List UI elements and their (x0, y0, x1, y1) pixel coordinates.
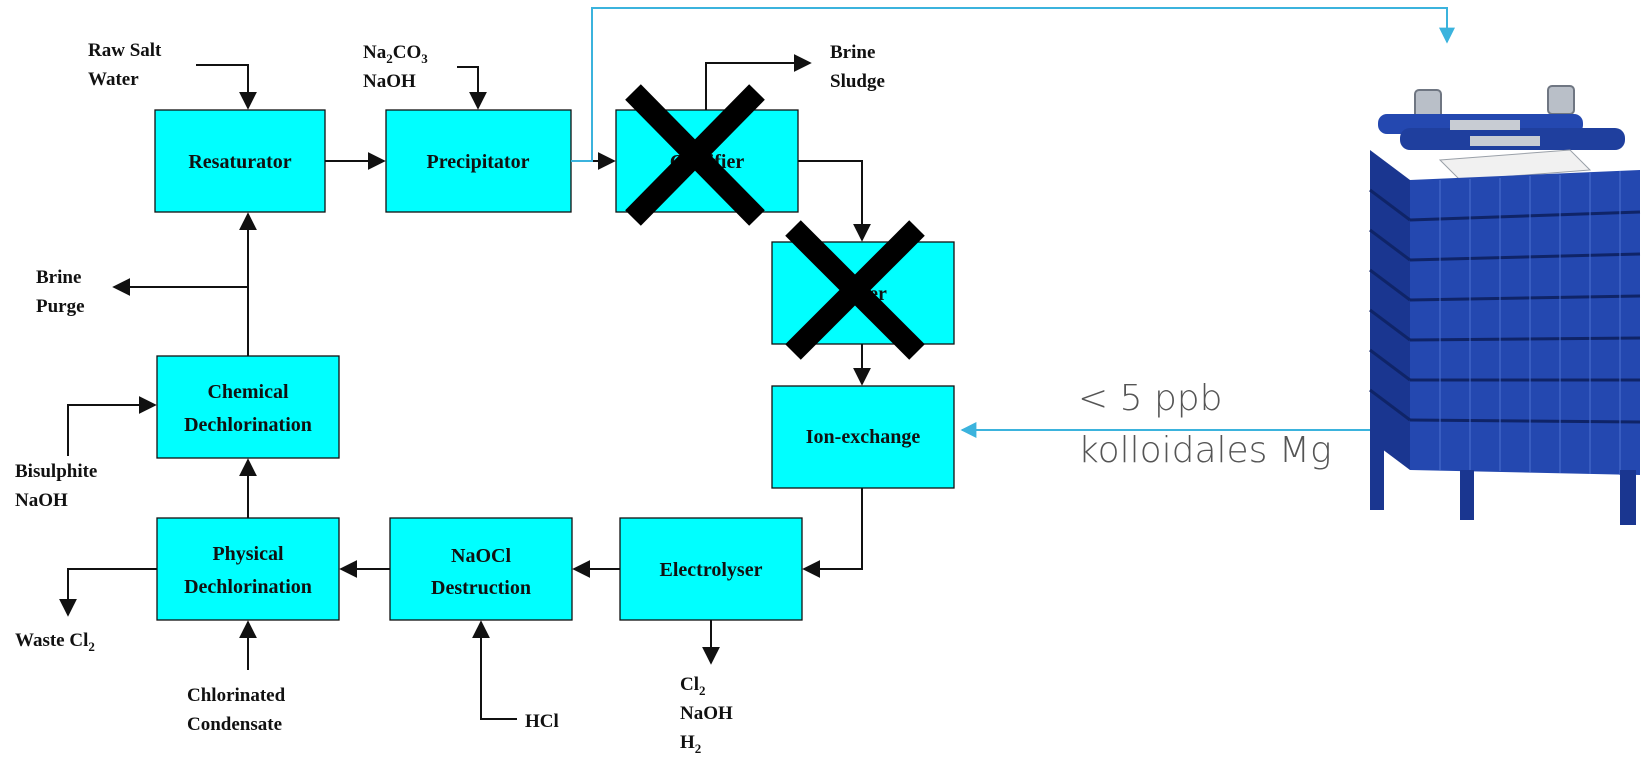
ion-exchange-box: Ion-exchange (771, 385, 955, 489)
arrow-na2co3-naoh (457, 66, 487, 110)
electrolyser-label: Electrolyser (660, 559, 763, 581)
filtration-module-image (1369, 85, 1641, 525)
ion-exchange-label: Ion-exchange (806, 426, 921, 448)
brine-sludge-label-2: Sludge (830, 71, 885, 92)
bisulphite-naoh-label: NaOH (15, 490, 68, 511)
na2co3-label: Na2CO3 (363, 42, 428, 66)
filter-cross-mark (785, 220, 925, 360)
brine-sludge-label-1: Brine (830, 42, 875, 63)
chemical-dechlorination-box: Chemical Dechlorination (156, 355, 340, 459)
naocl-destruction-box: NaOCl Destruction (389, 517, 573, 621)
chlorinated-condensate-label-1: Chlorinated (187, 685, 286, 706)
clarifier-cross-mark (625, 84, 765, 226)
physical-dechlorination-label-1: Physical (212, 543, 284, 565)
arrow-raw-salt-water (196, 64, 257, 110)
arrow-ion-exchange-to-electrolyser (802, 488, 863, 578)
bisulphite-label: Bisulphite (15, 461, 97, 482)
brine-purge-label-1: Brine (36, 267, 81, 288)
electrolyser-box: Electrolyser (619, 517, 803, 621)
product-cl2-label: Cl2 (680, 674, 706, 698)
arrow-waste-cl2 (59, 568, 157, 617)
chemical-dechlorination-label-1: Chemical (207, 381, 289, 403)
brine-purge-label-2: Purge (36, 296, 85, 317)
chlorinated-condensate-label-2: Condensate (187, 714, 282, 735)
arrow-hcl (472, 620, 517, 720)
precipitator-label: Precipitator (427, 151, 530, 173)
precipitator-box: Precipitator (385, 109, 572, 213)
annotation-line-2: kolloidales Mg (1078, 430, 1332, 471)
blue-connector-precipitator-to-module (571, 7, 1455, 162)
arrow-clarifier-to-filter (798, 160, 871, 242)
arrow-bisulphite-naoh (67, 396, 157, 456)
product-naoh-label: NaOH (680, 703, 733, 724)
physical-dechlorination-box: Physical Dechlorination (156, 517, 340, 621)
resaturator-label: Resaturator (188, 151, 291, 173)
hcl-label: HCl (525, 711, 559, 732)
product-h2-label: H2 (680, 732, 701, 756)
raw-salt-label-2: Water (88, 69, 139, 90)
physical-dechlorination-label-2: Dechlorination (184, 576, 312, 598)
naocl-destruction-label-2: Destruction (431, 577, 531, 599)
chemical-dechlorination-label-2: Dechlorination (184, 414, 312, 436)
naocl-destruction-label-1: NaOCl (451, 545, 511, 567)
annotation-line-1: < 5 ppb (1078, 378, 1223, 419)
resaturator-box: Resaturator (154, 109, 326, 213)
raw-salt-label-1: Raw Salt (88, 40, 162, 61)
naoh-precip-label: NaOH (363, 71, 416, 92)
arrow-brine-sludge (705, 54, 812, 110)
waste-cl2-label: Waste Cl2 (15, 630, 95, 654)
